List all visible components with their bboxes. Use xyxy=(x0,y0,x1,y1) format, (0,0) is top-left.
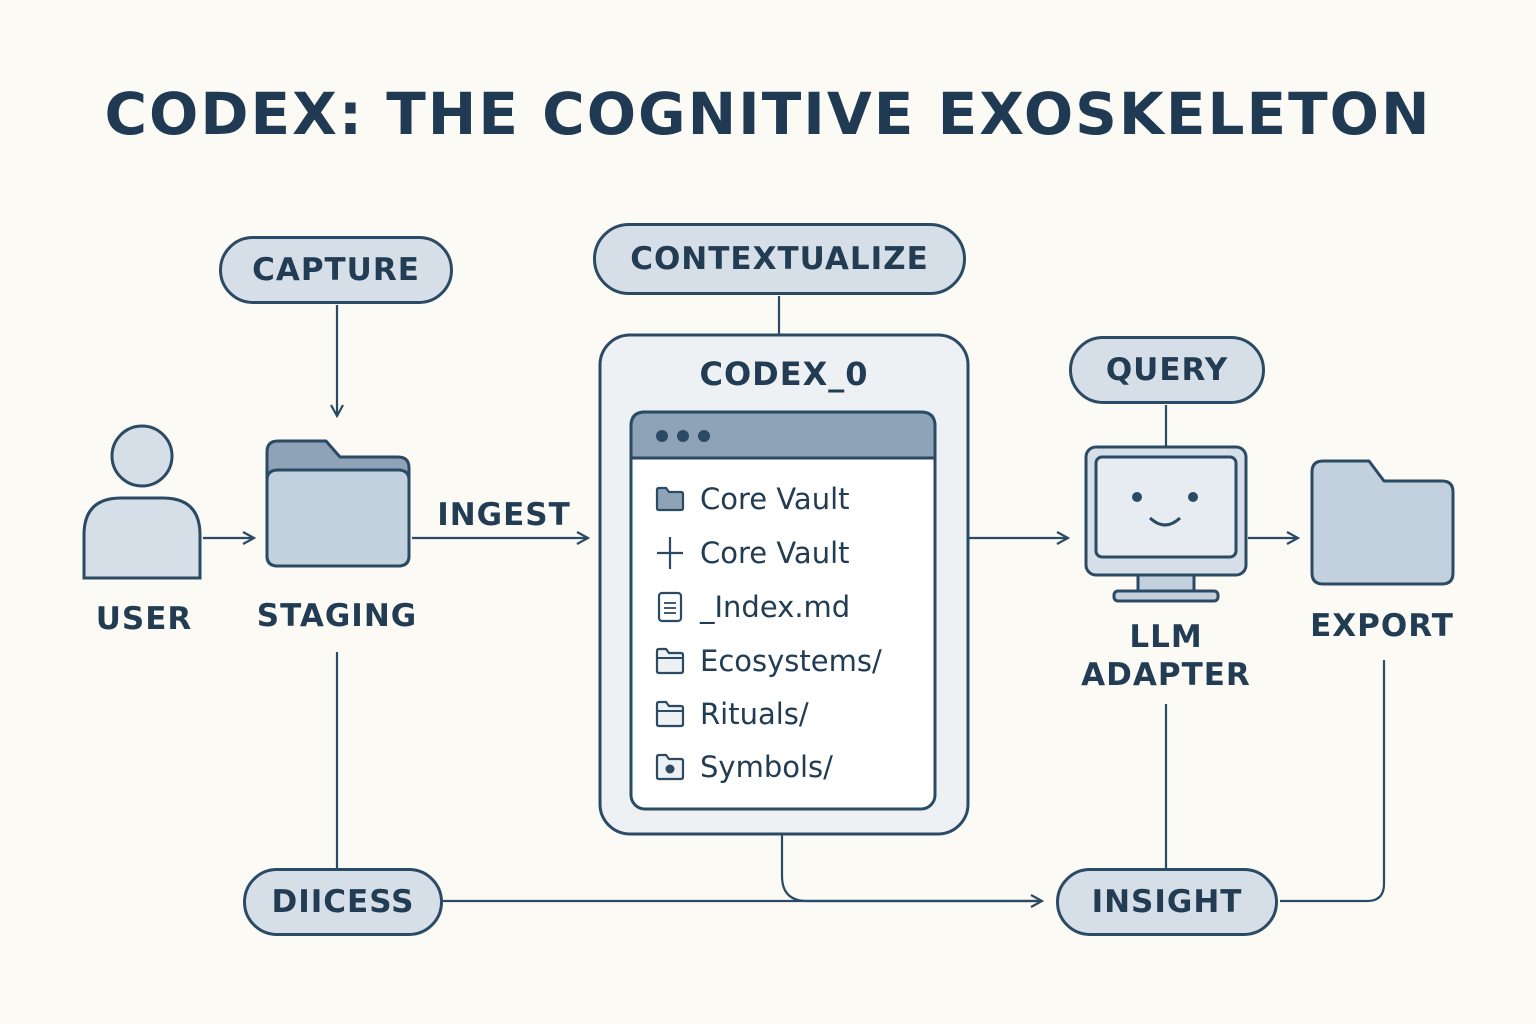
window-dots-icon xyxy=(656,430,710,442)
user-icon xyxy=(82,424,202,580)
staging-label: STAGING xyxy=(256,598,418,634)
file-row-rituals[interactable]: Rituals/ xyxy=(654,694,809,734)
codex-to-insight-line xyxy=(780,835,1040,903)
folder-dot-icon xyxy=(654,749,686,785)
plus-icon xyxy=(654,535,686,571)
file-label: _Index.md xyxy=(700,590,851,624)
contextualize-pill: CONTEXTUALIZE xyxy=(593,223,966,295)
folder-icon xyxy=(654,643,686,679)
file-label: Core Vault xyxy=(700,482,850,516)
codex-title: CODEX_0 xyxy=(699,355,869,393)
export-label: EXPORT xyxy=(1310,608,1454,644)
file-label: Rituals/ xyxy=(700,697,809,731)
monitor-smiley-icon xyxy=(1084,445,1248,603)
insight-pill: INSIGHT xyxy=(1056,868,1278,936)
file-label: Symbols/ xyxy=(700,750,833,784)
file-row-core-vault-add[interactable]: Core Vault xyxy=(654,533,850,573)
query-pill: QUERY xyxy=(1069,336,1265,404)
folder-filled-icon xyxy=(654,481,686,517)
export-folder-icon xyxy=(1310,459,1455,586)
file-label: Ecosystems/ xyxy=(700,644,882,678)
llm-label-line2: ADAPTER xyxy=(1081,657,1251,693)
diagram-title: CODEX: THE COGNITIVE EXOSKELETON xyxy=(104,80,1432,148)
capture-pill: CAPTURE xyxy=(219,236,453,304)
ingest-label: INGEST xyxy=(437,497,571,533)
llm-adapter-label: LLM ADAPTER xyxy=(1076,618,1256,694)
file-row-ecosystems[interactable]: Ecosystems/ xyxy=(654,641,882,681)
file-label: Core Vault xyxy=(700,536,850,570)
llm-label-line1: LLM xyxy=(1129,619,1203,655)
file-row-core-vault[interactable]: Core Vault xyxy=(654,479,850,519)
staging-folder-icon xyxy=(265,439,411,568)
folder-icon xyxy=(654,696,686,732)
file-row-index[interactable]: _Index.md xyxy=(654,587,850,627)
user-label: USER xyxy=(95,601,193,637)
export-to-insight-line xyxy=(1280,660,1386,903)
window-title-bar xyxy=(629,410,937,460)
document-icon xyxy=(654,589,686,625)
file-row-symbols[interactable]: Symbols/ xyxy=(654,747,833,787)
process-pill: DIICESS xyxy=(243,868,443,936)
